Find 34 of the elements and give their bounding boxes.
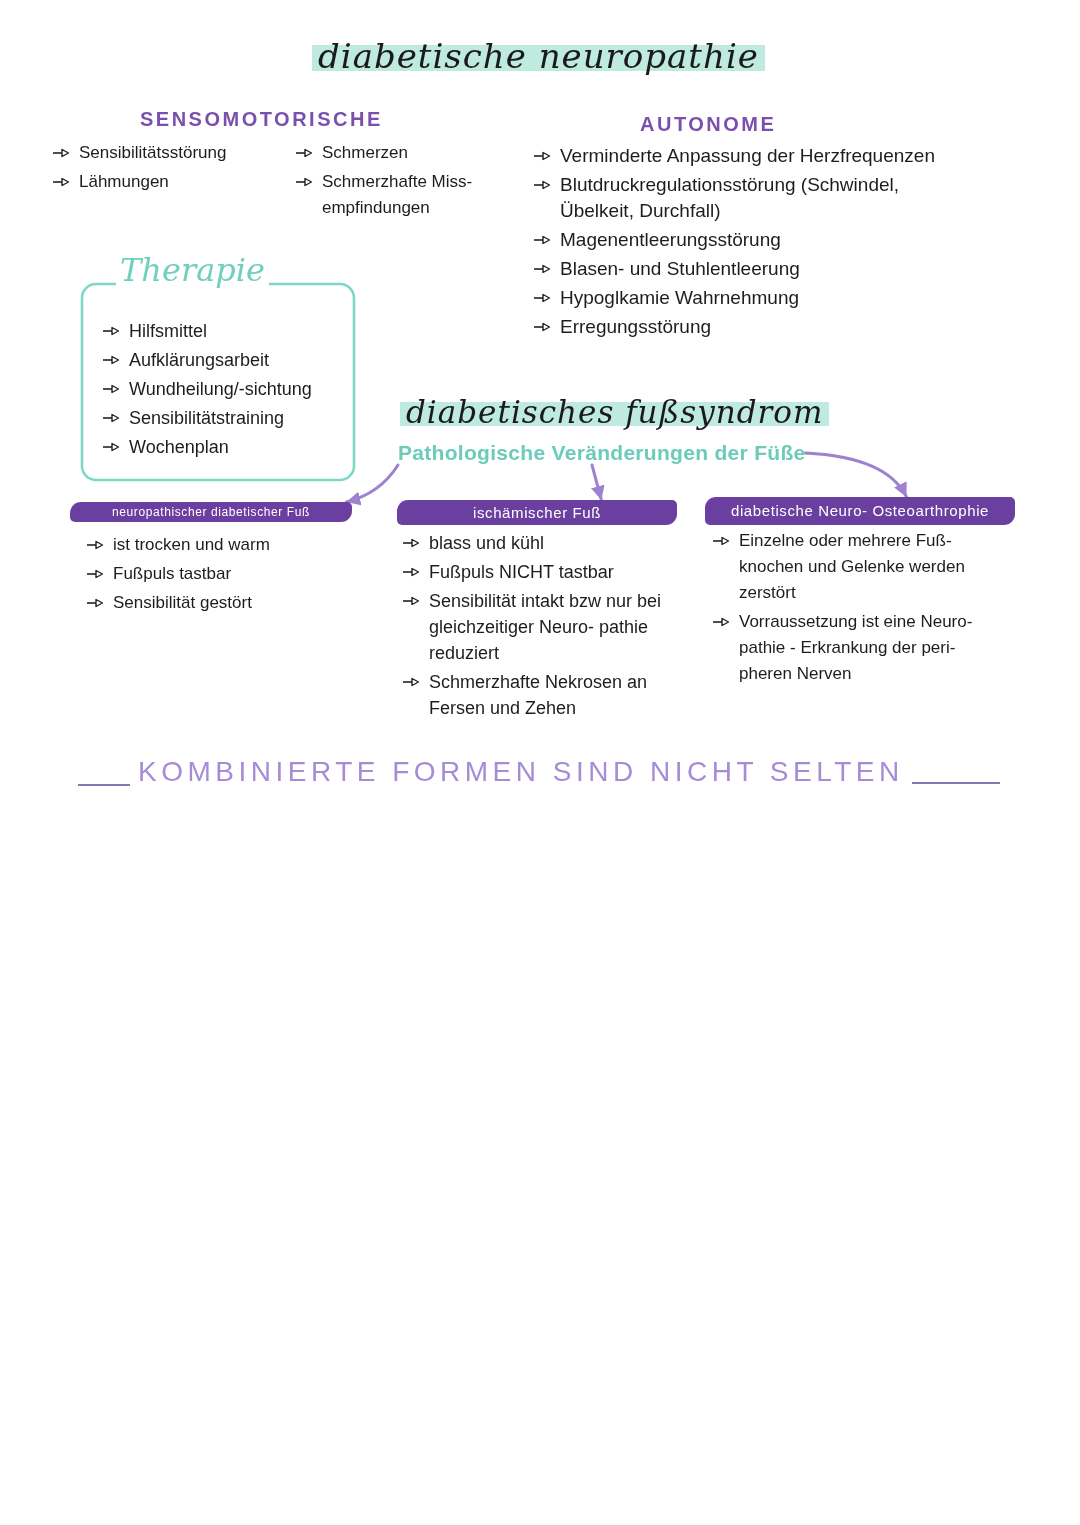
list-item: Sensibilität intakt bzw nur bei gleichzeitiger Neuro- pathie reduziert [429,590,663,665]
list-item: Blasen- und Stuhlentleerung [560,257,800,281]
arrow [804,451,908,499]
list-item: Vorraussetzung ist eine Neuro- pathie - Erkrankung der peri- pheren Nerven [739,611,974,685]
list-item: Hypoglkamie Wahrnehmung [560,286,800,310]
list-item: Hilfsmittel [129,320,207,343]
list-item: Verminderte Anpassung der Herzfrequenzen [560,144,935,168]
heading-band: ischämischer Fuß [397,500,677,525]
list-item: Schmerzen [322,142,408,164]
heading-band: neuropathischer diabetischer Fuß [70,502,352,522]
arrow [344,463,400,505]
list-item: Fußpuls tastbar [113,563,232,585]
list-item: Magenentleerungsstörung [560,228,781,252]
list-item: Lähmungen [79,171,169,193]
section-heading: SENSOMOTORISCHE [140,108,383,131]
list-item: ist trocken und warm [113,534,270,556]
list-item: Aufklärungsarbeit [129,349,270,372]
list-item: Erregungsstörung [560,315,712,339]
list-item: Wundheilung/-sichtung [129,378,312,401]
closing-note: KOMBINIERTE FORMEN SIND NICHT SELTEN [138,756,904,788]
list-item: Sensibilität gestört [113,592,252,614]
list-item: Einzelne oder mehrere Fuß- knochen und Gelenke werden zerstört [739,530,966,604]
arrow [590,463,605,502]
list-item: Wochenplan [129,436,229,459]
list-item: Schmerzhafte Nekrosen an Fersen und Zehen [429,671,649,720]
subtitle-text: Pathologische Veränderungen der Füße [398,441,806,465]
list-item: blass und kühl [429,532,545,555]
section-heading: AUTONOME [640,113,777,136]
heading-band: diabetische Neuro- Osteoarthrophie [705,497,1015,525]
list-item: Sensibilitätstraining [129,407,285,430]
list-item: Blutdruckregulationsstörung (Schwindel, Übelkeit, Durchfall) [560,173,900,223]
list-item: Fußpuls NICHT tastbar [429,561,614,584]
list-item: Schmerzhafte Miss- empfindungen [322,171,474,219]
list-item: Sensibilitätsstörung [79,142,227,164]
